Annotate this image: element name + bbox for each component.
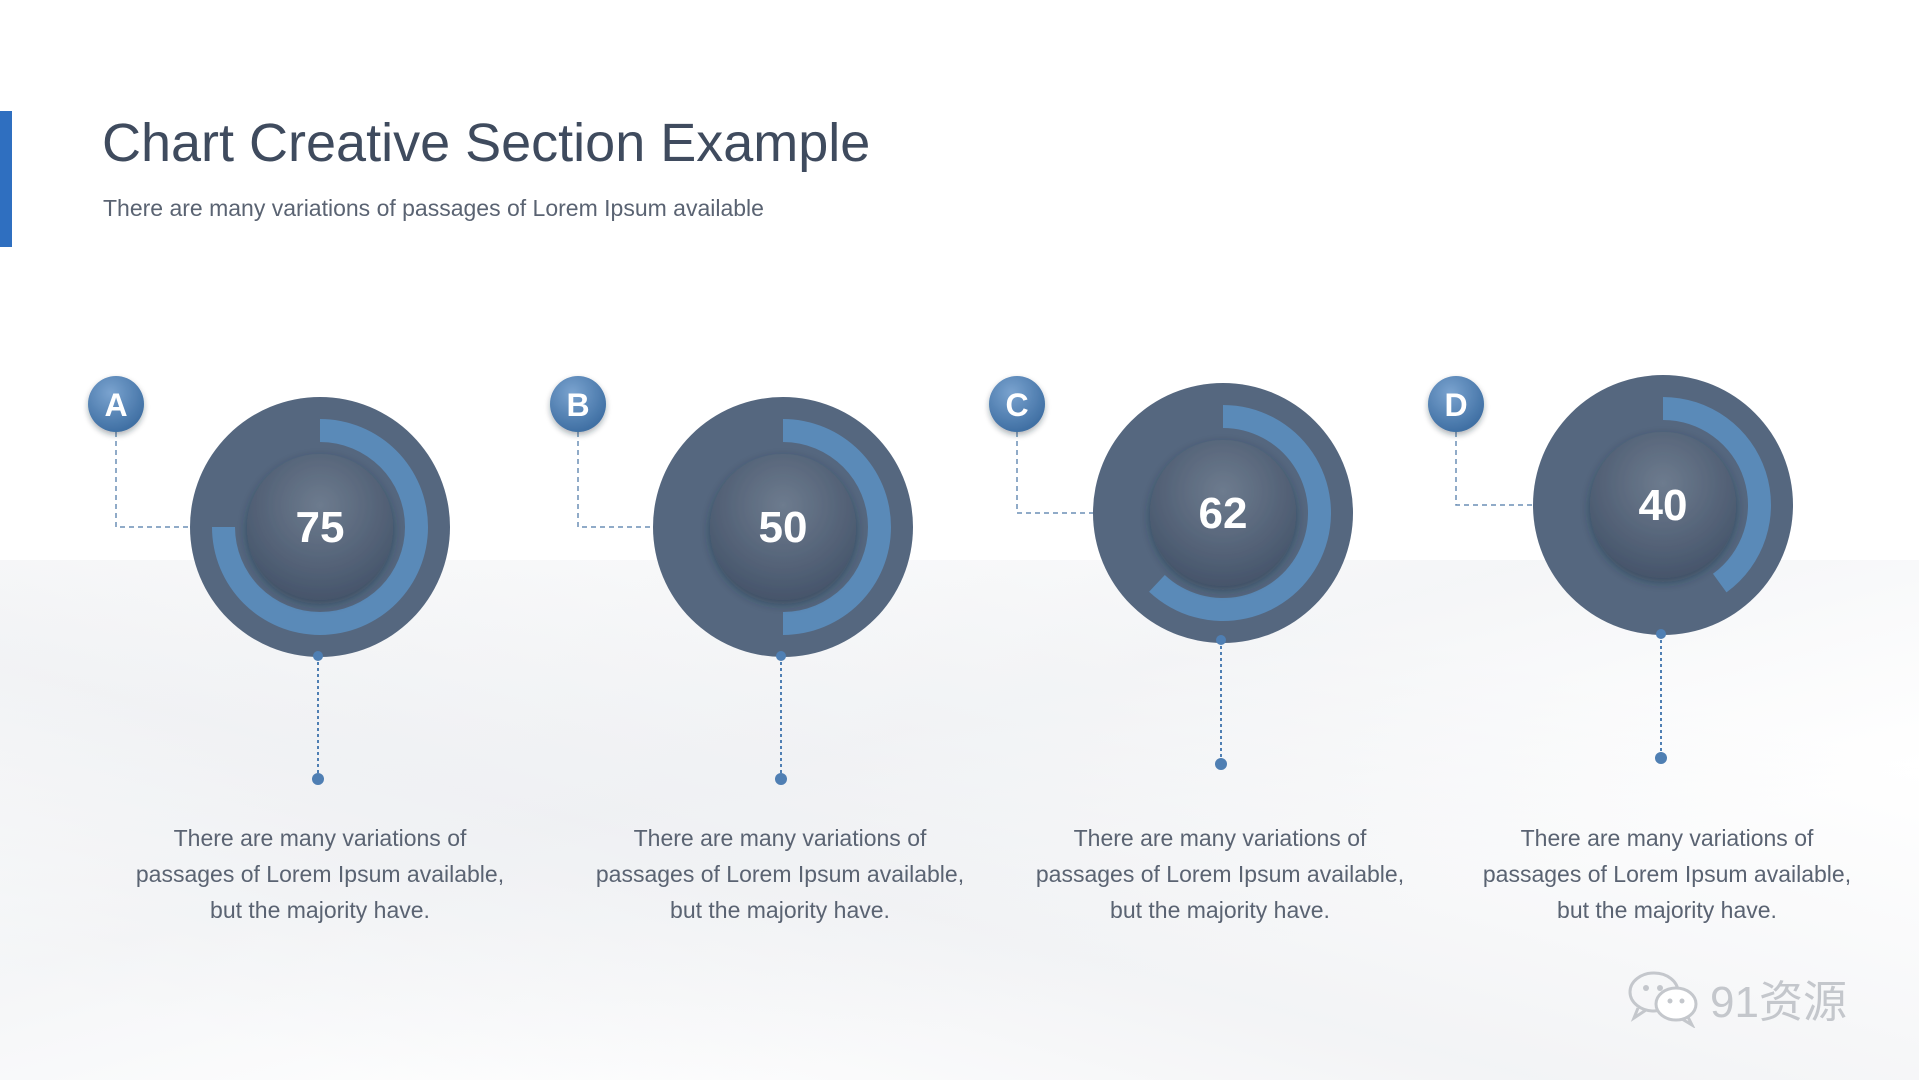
badge-label: D bbox=[1444, 387, 1467, 423]
badge-circle bbox=[550, 376, 606, 432]
leader-dot-top bbox=[1216, 635, 1226, 645]
donut-item: 62 C bbox=[989, 376, 1353, 770]
badge-connector bbox=[1455, 432, 1533, 506]
leader-dot-bottom bbox=[775, 773, 787, 785]
page-subtitle: There are many variations of passages of… bbox=[103, 195, 764, 221]
donut-item: 75 A bbox=[88, 376, 450, 785]
page-title: Chart Creative Section Example bbox=[102, 113, 871, 173]
leader-dot-bottom bbox=[312, 773, 324, 785]
value-label: 50 bbox=[759, 503, 808, 552]
progress-arc bbox=[783, 419, 891, 635]
badge-label: C bbox=[1005, 387, 1028, 423]
value-label: 62 bbox=[1199, 489, 1248, 538]
leader-dot-top bbox=[1656, 629, 1666, 639]
badge-circle bbox=[989, 376, 1045, 432]
badge-circle bbox=[1428, 376, 1484, 432]
accent-bar bbox=[0, 111, 12, 247]
leader-dot-top bbox=[776, 651, 786, 661]
item-description: There are many variations of passages of… bbox=[1482, 825, 1852, 923]
value-label: 75 bbox=[296, 503, 345, 552]
badge-circle bbox=[88, 376, 144, 432]
item-description: There are many variations of passages of… bbox=[595, 825, 965, 923]
wechat-icon bbox=[1626, 968, 1702, 1028]
badge-connector bbox=[115, 432, 190, 528]
leader-dot-bottom bbox=[1655, 752, 1667, 764]
donut-item: 40 D bbox=[1428, 375, 1793, 764]
badge-label: B bbox=[566, 387, 589, 423]
donut-center bbox=[1150, 440, 1296, 586]
leader-dot-top bbox=[313, 651, 323, 661]
donut-item: 50 B bbox=[550, 376, 913, 785]
badge-connector bbox=[577, 432, 653, 528]
progress-arc bbox=[1149, 405, 1331, 622]
donut-center bbox=[247, 454, 393, 600]
item-description: There are many variations of passages of… bbox=[135, 825, 505, 923]
leader-dot-bottom bbox=[1215, 758, 1227, 770]
watermark-text: 91资源 bbox=[1710, 978, 1847, 1027]
item-description: There are many variations of passages of… bbox=[1035, 825, 1405, 923]
progress-arc bbox=[1663, 397, 1771, 593]
badge-label: A bbox=[104, 387, 127, 423]
watermark: 91资源 bbox=[1626, 966, 1847, 1030]
donut-center bbox=[1590, 432, 1736, 578]
value-label: 40 bbox=[1639, 481, 1688, 530]
badge-connector bbox=[1016, 432, 1093, 514]
donut-center bbox=[710, 454, 856, 600]
